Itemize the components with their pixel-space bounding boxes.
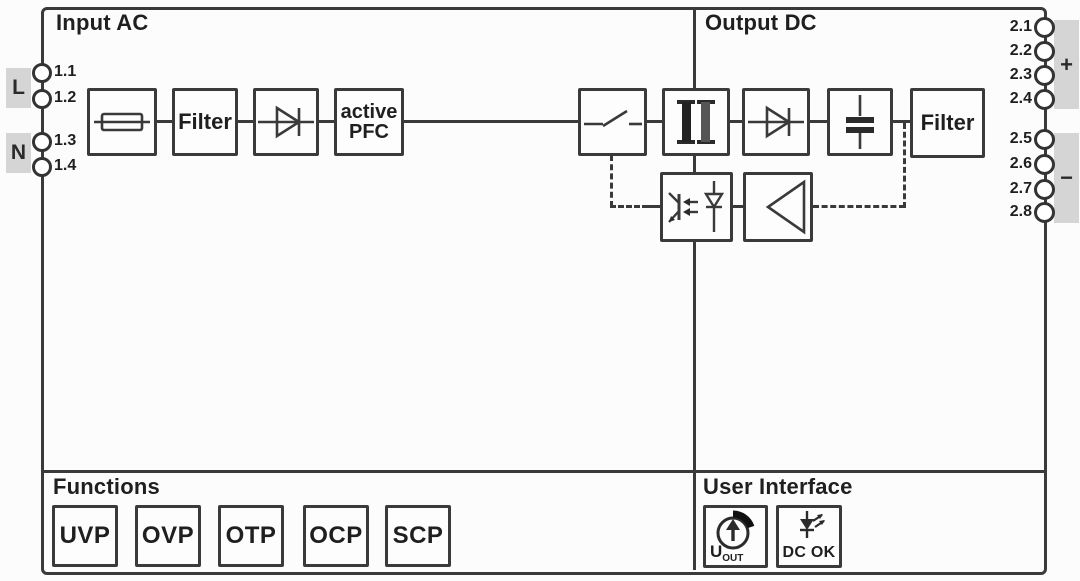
feedback-amplifier-block <box>743 172 813 242</box>
function-label: OTP <box>225 522 277 549</box>
function-label: SCP <box>392 522 444 549</box>
wire <box>810 120 827 123</box>
isolation-divider-top <box>693 7 696 90</box>
optocoupler-icon <box>667 181 724 232</box>
active-pfc-label: active PFC <box>340 100 398 143</box>
bottom-strip-divider <box>41 470 1047 473</box>
section-title-functions: Functions <box>53 474 160 499</box>
terminal-label: 2.3 <box>1009 66 1032 83</box>
function-label: OVP <box>141 522 195 549</box>
terminal-label: 1.2 <box>54 89 77 106</box>
terminal-label: 1.1 <box>54 63 77 80</box>
uout-label: UOUT <box>710 542 743 564</box>
wire <box>404 120 578 123</box>
wire <box>730 120 742 123</box>
feedback-dashed-line <box>903 123 906 208</box>
capacitor-block <box>827 88 893 156</box>
section-title-output-dc: Output DC <box>705 10 817 35</box>
output-filter-label: Filter <box>920 110 975 135</box>
active-pfc-line2: PFC <box>349 121 389 143</box>
wire <box>733 205 743 208</box>
function-box-otp: OTP <box>218 505 284 567</box>
terminal-1-1 <box>32 63 52 83</box>
terminal-label: 1.4 <box>54 157 77 174</box>
wire <box>893 120 910 123</box>
terminal-label: 1.3 <box>54 132 77 149</box>
terminal-2-5 <box>1034 129 1055 150</box>
uout-label-main: U <box>710 541 723 561</box>
diode-icon <box>748 105 804 139</box>
function-box-scp: SCP <box>385 505 451 567</box>
wire <box>646 205 660 208</box>
terminal-1-3 <box>32 132 52 152</box>
terminal-2-3 <box>1034 65 1055 86</box>
terminal-label: 2.8 <box>1009 203 1032 220</box>
terminal-label: 2.4 <box>1009 90 1032 107</box>
output-rectifier-block <box>742 88 810 156</box>
transformer-block <box>662 88 730 156</box>
diagram-outer-frame <box>41 7 1047 575</box>
function-label: UVP <box>59 522 111 549</box>
amplifier-icon <box>765 179 806 235</box>
switch-icon <box>583 109 642 128</box>
output-filter-block: Filter <box>910 88 985 158</box>
uout-label-sub: OUT <box>722 553 744 564</box>
uout-adjust-box: UOUT <box>703 505 768 568</box>
plus-terminal-tag: + <box>1054 20 1079 109</box>
function-label: OCP <box>309 522 363 549</box>
terminal-2-7 <box>1034 179 1055 200</box>
terminal-2-1 <box>1034 17 1055 38</box>
diode-icon <box>258 105 314 139</box>
wire <box>647 120 662 123</box>
transformer-icon <box>677 100 715 144</box>
dc-ok-led-icon <box>800 511 825 538</box>
terminal-label: 2.2 <box>1009 42 1032 59</box>
active-pfc-block: active PFC <box>334 88 404 156</box>
switch-control-dashed-line <box>610 155 613 207</box>
wire <box>157 120 172 123</box>
line-terminal-tag: L <box>6 68 31 108</box>
wire <box>319 120 334 123</box>
capacitor-icon <box>846 95 874 149</box>
input-rectifier-block <box>253 88 319 156</box>
active-pfc-line1: active <box>340 100 398 123</box>
terminal-2-8 <box>1034 202 1055 223</box>
function-box-ovp: OVP <box>135 505 201 567</box>
wire <box>238 120 253 123</box>
dc-ok-label: DC OK <box>782 544 836 561</box>
terminal-1-2 <box>32 89 52 109</box>
potentiometer-icon <box>716 510 755 550</box>
terminal-2-2 <box>1034 41 1055 62</box>
feedback-dashed-line <box>813 205 905 208</box>
transformer-to-opto-wire <box>693 155 696 174</box>
isolation-divider-bottom <box>693 240 696 570</box>
fuse-icon <box>94 112 150 132</box>
terminal-1-4 <box>32 157 52 177</box>
terminal-label: 2.1 <box>1009 18 1032 35</box>
input-filter-label: Filter <box>178 109 232 134</box>
switch-block <box>578 88 647 156</box>
dc-ok-indicator-box: DC OK <box>776 505 842 568</box>
switch-control-dashed-line <box>610 205 648 208</box>
fuse-block <box>87 88 157 156</box>
function-box-ocp: OCP <box>303 505 369 567</box>
terminal-2-4 <box>1034 89 1055 110</box>
section-title-input-ac: Input AC <box>56 10 149 35</box>
section-title-user-interface: User Interface <box>703 474 853 499</box>
function-box-uvp: UVP <box>52 505 118 567</box>
neutral-terminal-tag: N <box>6 133 31 173</box>
input-filter-block: Filter <box>172 88 238 156</box>
terminal-label: 2.6 <box>1009 155 1032 172</box>
optocoupler-block <box>660 172 733 242</box>
terminal-2-6 <box>1034 154 1055 175</box>
minus-terminal-tag: − <box>1054 133 1079 223</box>
terminal-label: 2.5 <box>1009 130 1032 147</box>
terminal-label: 2.7 <box>1009 180 1032 197</box>
